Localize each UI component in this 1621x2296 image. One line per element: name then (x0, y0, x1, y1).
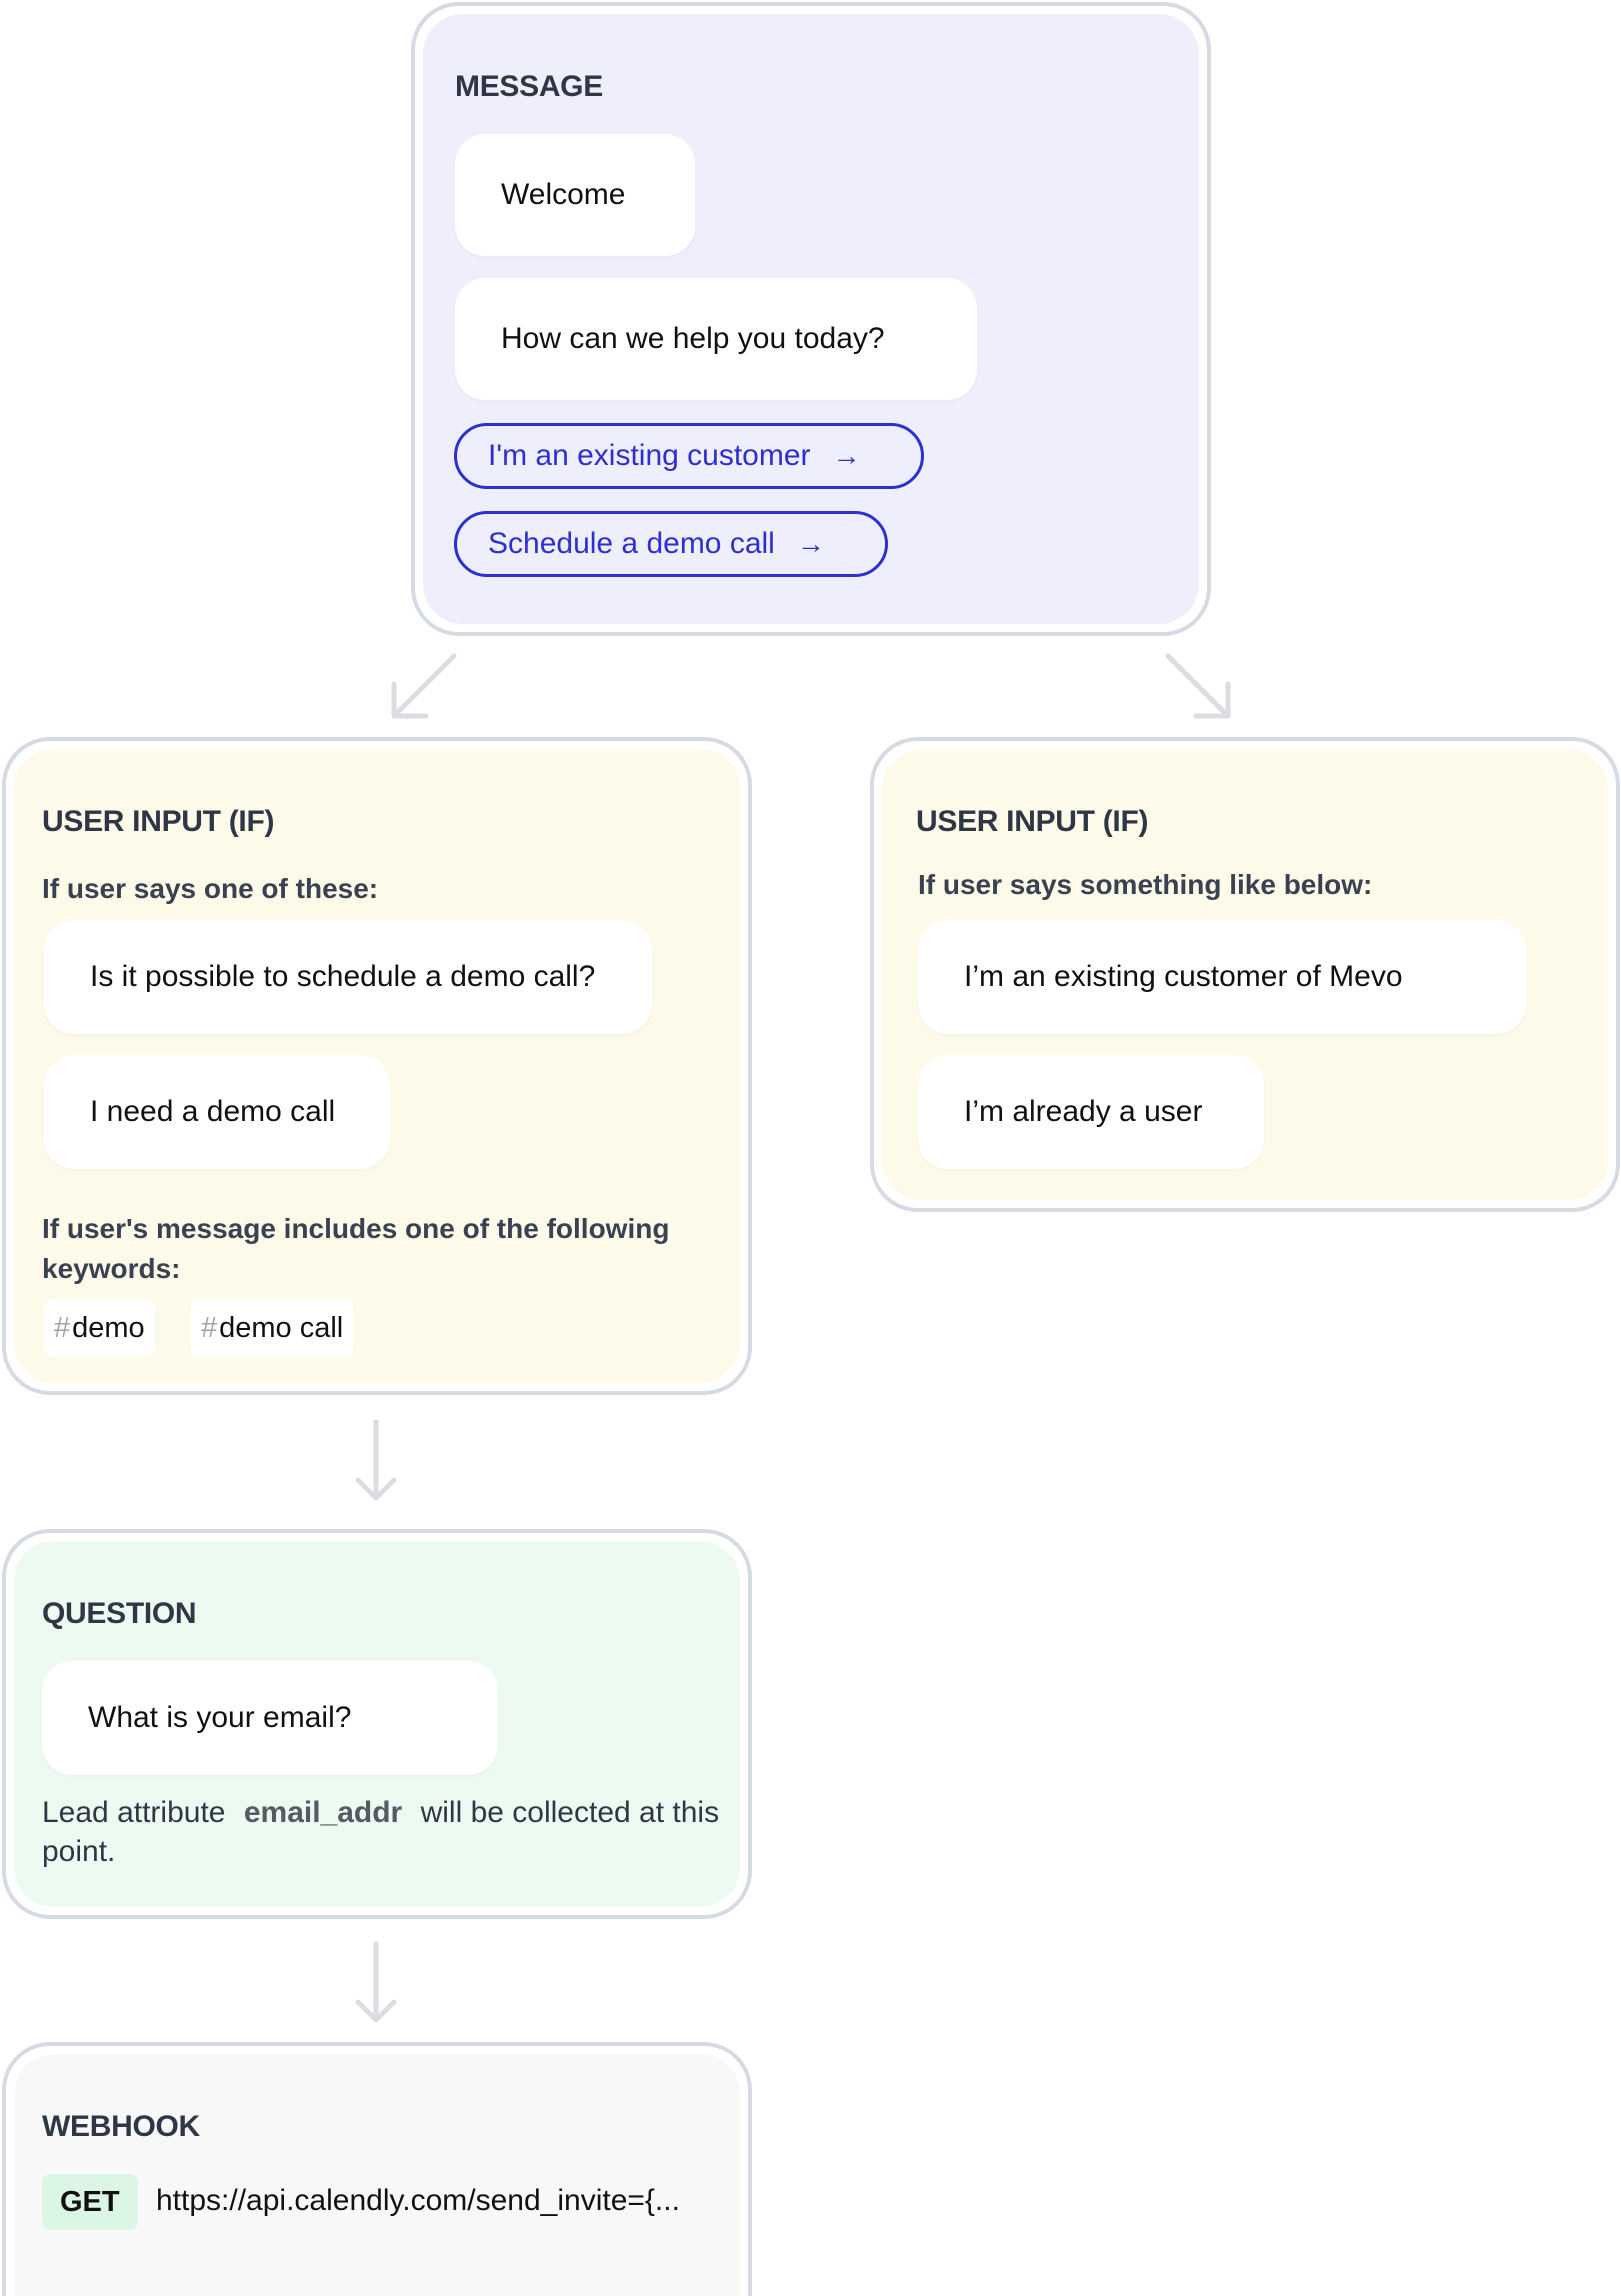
attribute-name: email_addr (243, 1796, 403, 1829)
message-node[interactable]: MESSAGE Welcome How can we help you toda… (411, 2, 1211, 636)
user-input-node-right[interactable]: USER INPUT (IF) If user says something l… (870, 737, 1620, 1212)
phrase-bubble: Is it possible to schedule a demo call? (44, 920, 652, 1034)
connector-arrow-down (355, 1419, 397, 1501)
keyword-tag: # demo (44, 1300, 155, 1356)
user-input-right-body: USER INPUT (IF) If user says something l… (882, 749, 1608, 1200)
http-method-badge: GET (42, 2174, 138, 2230)
phrases-label: If user says something like below: (918, 869, 1373, 900)
connector-arrow-left (391, 653, 457, 719)
user-input-left-body: USER INPUT (IF) If user says one of thes… (14, 749, 740, 1383)
attribute-note: Lead attribute email_addr will be collec… (42, 1793, 732, 1871)
attribute-note-after: will be collected at this point. (42, 1796, 720, 1868)
question-node-title: QUESTION (42, 1597, 197, 1630)
keyword-text: demo (72, 1311, 145, 1344)
question-bubble: What is your email? (42, 1661, 498, 1775)
keyword-text: demo call (219, 1311, 344, 1344)
webhook-node[interactable]: WEBHOOK GET https://api.calendly.com/sen… (2, 2042, 752, 2296)
phrase-bubble: I’m already a user (918, 1055, 1264, 1169)
question-node[interactable]: QUESTION What is your email? Lead attrib… (2, 1529, 752, 1919)
question-node-body: QUESTION What is your email? Lead attrib… (14, 1541, 740, 1907)
attribute-note-before: Lead attribute (42, 1796, 226, 1829)
message-bubble-help: How can we help you today? (455, 278, 977, 400)
user-input-node-left[interactable]: USER INPUT (IF) If user says one of thes… (2, 737, 752, 1395)
hash-icon: # (54, 1311, 71, 1344)
user-input-left-title: USER INPUT (IF) (42, 805, 275, 838)
arrow-right-icon: → (832, 440, 861, 471)
phrase-bubble: I’m an existing customer of Mevo (918, 920, 1526, 1034)
arrow-right-icon: → (796, 528, 825, 559)
webhook-node-title: WEBHOOK (42, 2110, 200, 2143)
message-node-body: MESSAGE Welcome How can we help you toda… (423, 14, 1199, 624)
user-input-right-title: USER INPUT (IF) (916, 805, 1149, 838)
message-node-title: MESSAGE (455, 70, 603, 103)
schedule-demo-button[interactable]: Schedule a demo call → (454, 511, 888, 577)
connector-arrow-down (355, 1941, 397, 2023)
phrases-label: If user says one of these: (42, 873, 379, 904)
message-bubble-welcome: Welcome (455, 134, 695, 256)
connector-arrow-right (1165, 653, 1231, 719)
schedule-demo-button-label: Schedule a demo call (488, 527, 775, 560)
keywords-label: If user's message includes one of the fo… (42, 1213, 670, 1284)
hash-icon: # (201, 1311, 218, 1344)
webhook-node-body: WEBHOOK GET https://api.calendly.com/sen… (14, 2054, 740, 2296)
existing-customer-button[interactable]: I'm an existing customer → (454, 423, 924, 489)
existing-customer-button-label: I'm an existing customer (488, 439, 811, 472)
phrase-bubble: I need a demo call (44, 1055, 390, 1169)
keyword-tag: # demo call (191, 1300, 354, 1356)
webhook-url: https://api.calendly.com/send_invite={..… (156, 2184, 680, 2217)
